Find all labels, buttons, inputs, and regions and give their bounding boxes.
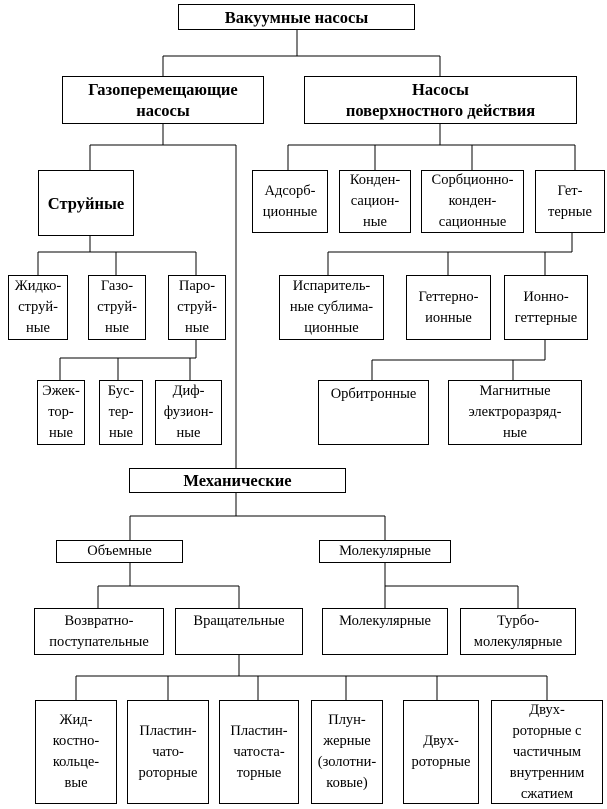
node-orbitron-pumps: Орбитронные [318,380,429,445]
node-twin-rotor-partial-compression-pumps: Двух- роторные с частичным внутренним сж… [491,700,603,804]
node-gas-transfer-pumps: Газоперемещающие насосы [62,76,264,124]
node-rotary-vane-pumps: Пластин- чато- роторные [127,700,209,804]
node-condensation-pumps: Конден- сацион- ные [339,170,411,233]
node-ejector-pumps: Эжек- тор- ные [37,380,85,445]
node-evaporation-sublimation-pumps: Испаритель- ные сублима- ционные [279,275,384,340]
node-ion-getter-pumps: Ионно- геттерные [504,275,588,340]
node-turbomolecular-pumps: Турбо- молекулярные [460,608,576,655]
node-getter-ion-pumps: Геттерно- ионные [406,275,491,340]
node-stator-vane-pumps: Пластин- чатоста- торные [219,700,299,804]
node-vapor-jet-pumps: Паро- струй- ные [168,275,226,340]
node-adsorption-pumps: Адсорб- ционные [252,170,328,233]
node-plunger-pumps: Плун- жерные (золотни- ковые) [311,700,383,804]
node-molecular-group: Молекулярные [319,540,451,563]
node-magnetic-discharge-pumps: Магнитные электроразряд- ные [448,380,582,445]
node-gas-jet-pumps: Газо- струй- ные [88,275,146,340]
node-vacuum-pumps: Вакуумные насосы [178,4,415,30]
node-booster-pumps: Бус- тер- ные [99,380,143,445]
node-surface-action-pumps: Насосы поверхностного действия [304,76,577,124]
node-liquid-ring-pumps: Жид- костно- кольце- вые [35,700,117,804]
node-mechanical-pumps: Механические [129,468,346,493]
node-volumetric-pumps: Объемные [56,540,183,563]
node-rotary-pumps: Вращательные [175,608,303,655]
node-molecular-pumps: Молекулярные [322,608,448,655]
node-twin-rotor-pumps: Двух- роторные [403,700,479,804]
node-reciprocating-pumps: Возвратно- поступательные [34,608,164,655]
node-getter-pumps: Гет- терные [535,170,605,233]
node-jet-pumps: Струйные [38,170,134,236]
node-liquid-jet-pumps: Жидко- струй- ные [8,275,68,340]
node-sorption-condensation-pumps: Сорбционно- конден- сационные [421,170,524,233]
node-diffusion-pumps: Диф- фузион- ные [155,380,222,445]
